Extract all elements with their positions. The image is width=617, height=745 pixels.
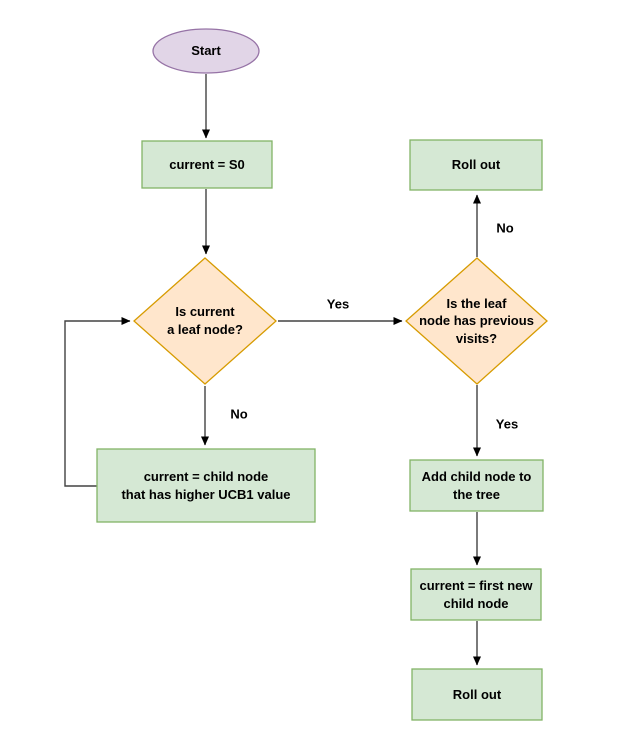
has-visits-diamond-shape (405, 257, 548, 385)
node-rollout-top[interactable]: Roll out (451, 157, 501, 173)
edge-label-no-left: No (230, 406, 248, 422)
edge-childucb1-loop-to-isleaf (64, 317, 131, 487)
node-rollout-bottom[interactable]: Roll out (452, 686, 502, 702)
rollout-bottom-rect-shape (411, 668, 543, 721)
node-child-ucb1[interactable]: current = child node that has higher UCB… (121, 468, 291, 502)
start-ellipse-shape (152, 28, 260, 74)
is-leaf-diamond-shape (133, 257, 277, 385)
first-new-child-rect-shape (410, 568, 542, 621)
edge-label-yes-right: Yes (495, 416, 519, 432)
edge-label-yes-left: Yes (326, 296, 350, 312)
edge-label-no-right: No (496, 220, 514, 236)
node-is-leaf-decision[interactable]: Is current a leaf node? (167, 304, 243, 337)
node-has-visits-decision[interactable]: Is the leaf node has previous visits? (419, 295, 534, 346)
rollout-top-rect-shape (409, 139, 543, 191)
node-start[interactable]: Start (191, 43, 221, 59)
add-child-rect-shape (409, 459, 544, 512)
node-add-child[interactable]: Add child node to the tree (421, 468, 532, 502)
child-ucb1-rect-shape (96, 448, 316, 523)
node-current-s0[interactable]: current = S0 (169, 156, 245, 172)
node-first-new-child[interactable]: current = first new child node (419, 577, 533, 611)
current-s0-rect-shape (141, 140, 273, 189)
